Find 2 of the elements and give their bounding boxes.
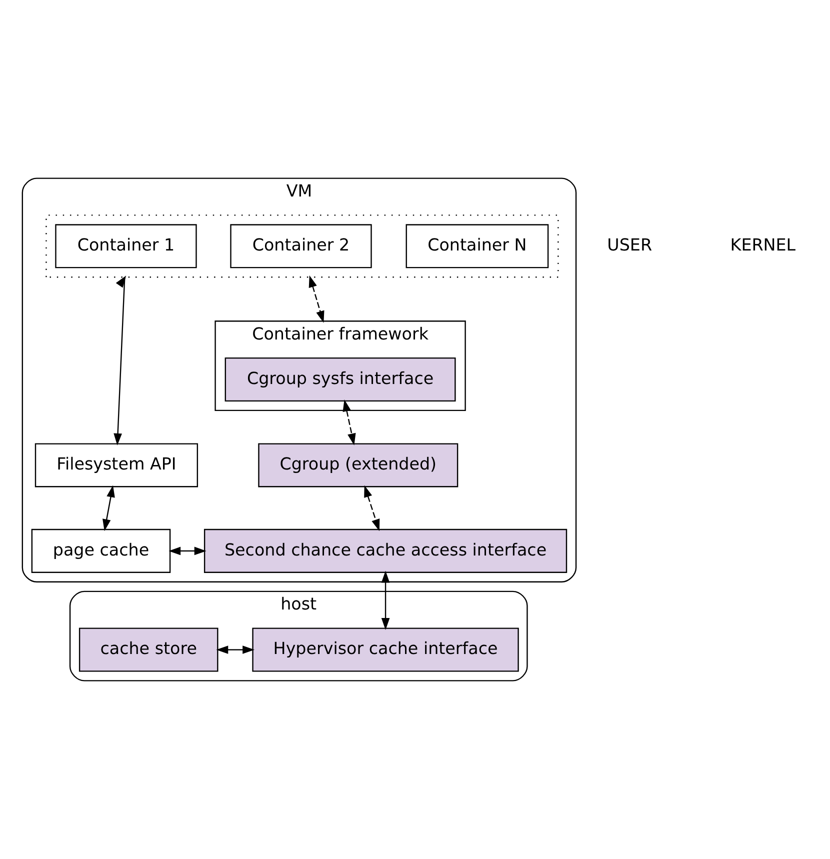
label: USER xyxy=(607,236,652,255)
label: KERNEL xyxy=(730,236,796,255)
